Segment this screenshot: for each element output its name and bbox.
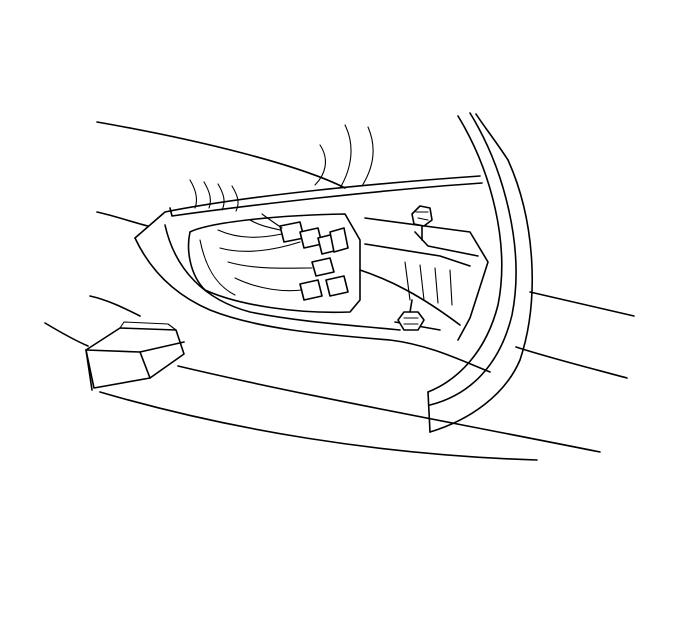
detached-block (85, 321, 185, 391)
bulb-sockets (279, 221, 349, 301)
trim-panel-lines (44, 121, 635, 461)
lower-nut-icon (397, 299, 425, 331)
upper-nut-icon (411, 205, 433, 241)
lamp-housing (134, 175, 491, 373)
wiring-harness (217, 213, 313, 292)
mounting-bracket (359, 217, 489, 341)
pillar-trim (427, 112, 533, 433)
headliner-folds (189, 124, 374, 212)
